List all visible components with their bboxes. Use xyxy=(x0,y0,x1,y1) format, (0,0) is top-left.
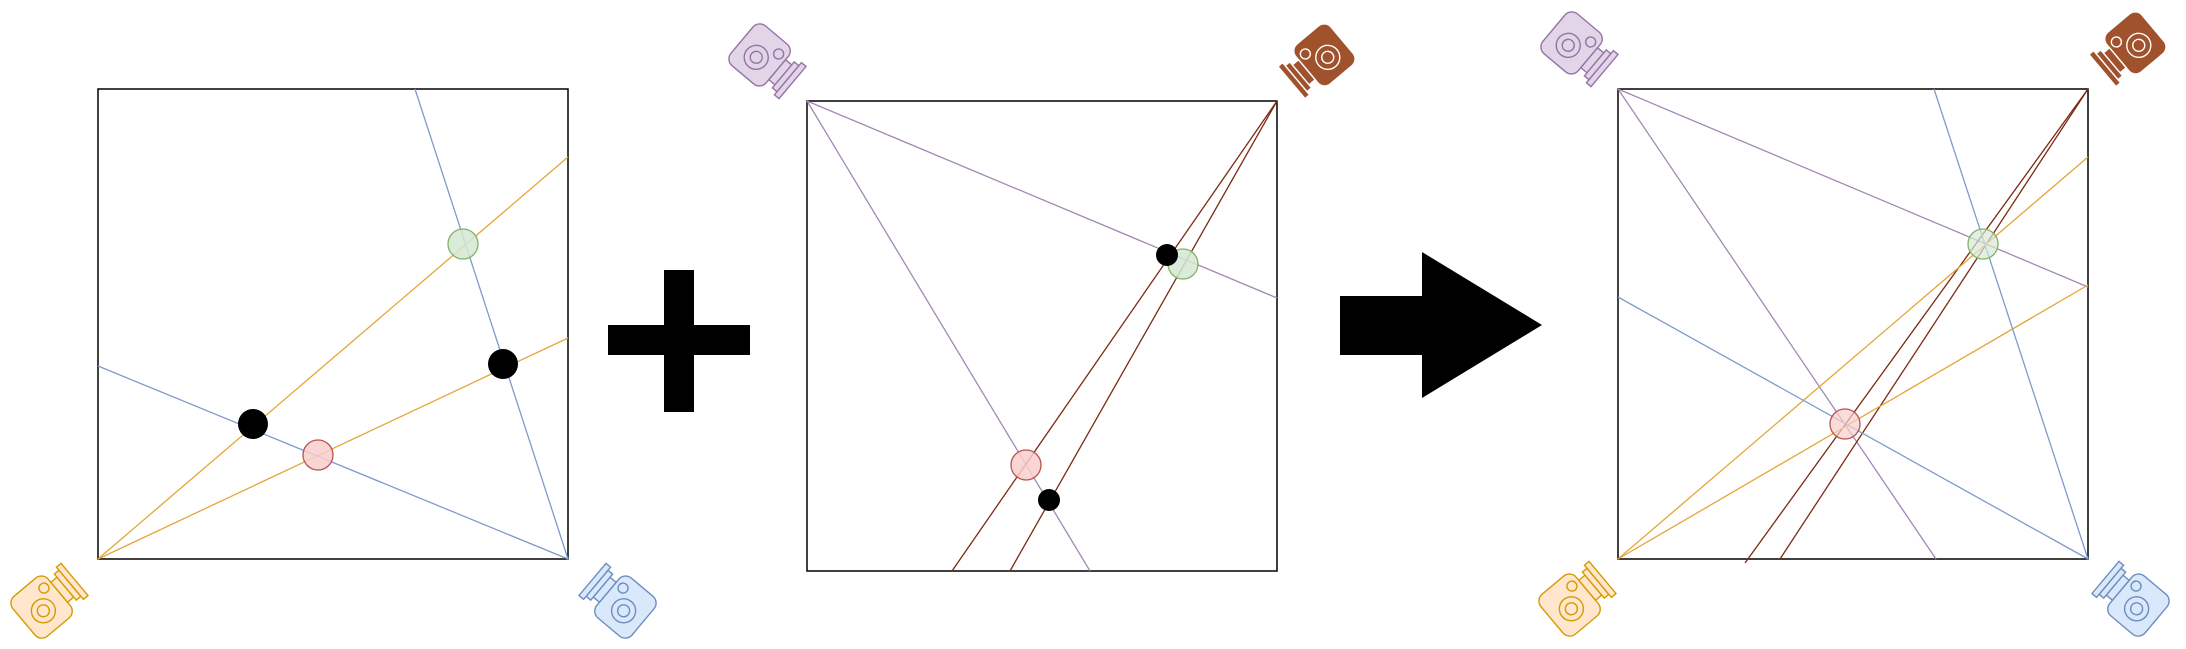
orange-camera-icon xyxy=(1534,556,1620,641)
true-point-red xyxy=(302,439,334,471)
purple-ray-2 xyxy=(1617,88,1937,560)
ghost-point xyxy=(1156,244,1178,266)
purple-camera-icon xyxy=(1536,7,1622,92)
true-point-green xyxy=(1967,228,1999,260)
left-panel-frame xyxy=(97,88,569,560)
blue-ray-2 xyxy=(414,88,569,560)
right-panel-frame xyxy=(1617,88,2089,560)
true-point-red xyxy=(1829,408,1861,440)
brown-camera-icon xyxy=(2085,7,2171,92)
brown-camera-icon xyxy=(1274,19,1360,104)
orange-camera-icon xyxy=(6,558,92,643)
left-panel-rays xyxy=(97,88,569,560)
blue-camera-icon xyxy=(2088,556,2174,641)
right-arrow xyxy=(1340,252,1542,398)
brown-ray-2 xyxy=(1779,88,2089,560)
middle-panel xyxy=(724,19,1360,572)
blue-ray-2 xyxy=(1933,88,2089,560)
orange-ray-1 xyxy=(97,156,569,560)
brown-ray-1 xyxy=(951,100,1278,572)
blue-camera-icon xyxy=(575,558,661,643)
purple-ray-1 xyxy=(806,100,1278,299)
plus-sign xyxy=(608,270,750,412)
right-panel xyxy=(1534,7,2174,641)
right-panel-rays xyxy=(1617,88,2089,564)
left-panel xyxy=(6,88,661,643)
middle-panel-frame xyxy=(806,100,1278,572)
orange-ray-1 xyxy=(1617,156,2089,560)
blue-ray-1 xyxy=(97,365,569,560)
brown-ray-1 xyxy=(1744,88,2089,564)
true-point-red xyxy=(1010,449,1042,481)
orange-ray-2 xyxy=(97,337,569,560)
ghost-point xyxy=(1038,489,1060,511)
ghost-point xyxy=(488,349,518,379)
true-point-green xyxy=(447,228,479,260)
purple-ray-1 xyxy=(1617,88,2089,288)
ghost-point xyxy=(238,409,268,439)
purple-camera-icon xyxy=(724,19,810,104)
